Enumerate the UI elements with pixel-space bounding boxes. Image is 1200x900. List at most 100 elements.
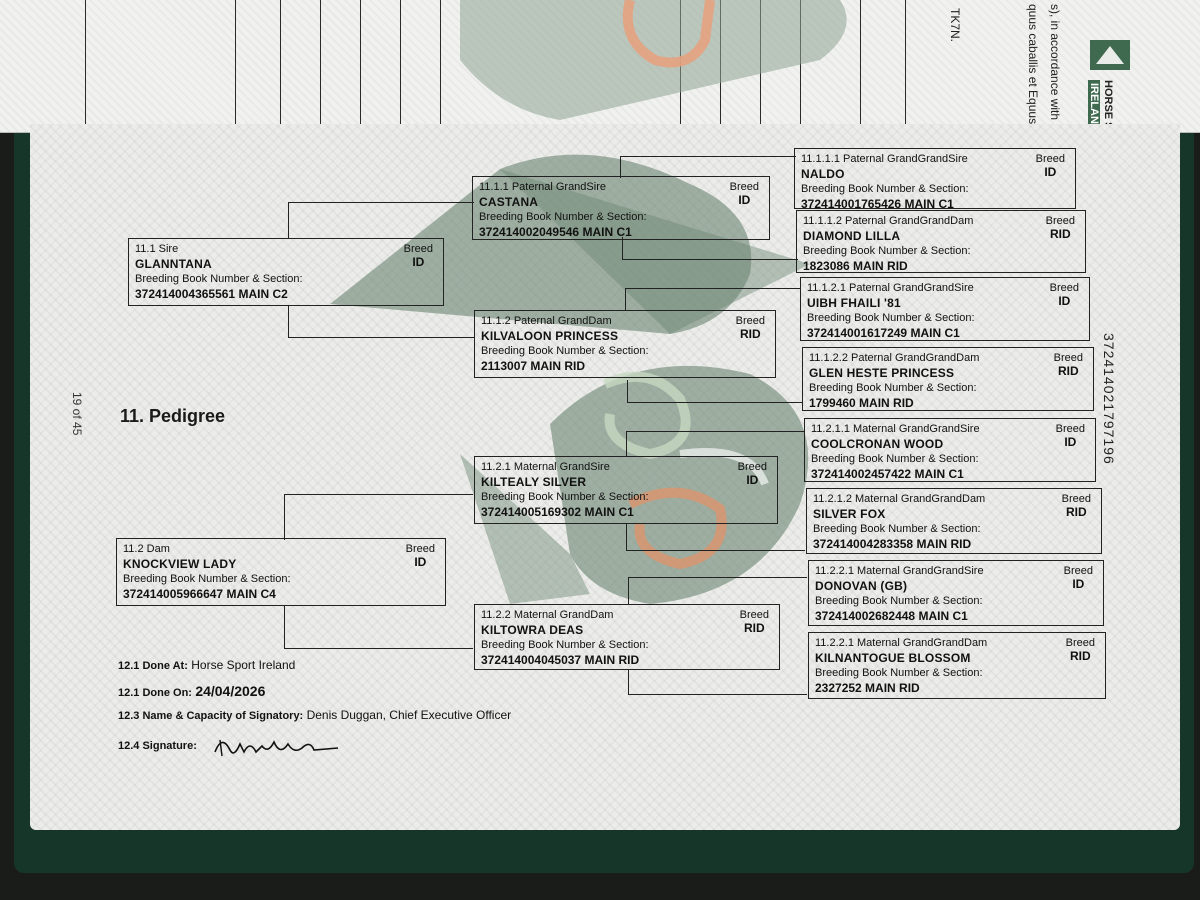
role-label: 11.1.1.2 Paternal GrandGrandDam [803, 215, 974, 227]
previous-page: TK7N. s), in accordance with quus caball… [0, 0, 1200, 140]
done-on-row: 12.1 Done On: 24/04/2026 [118, 683, 265, 699]
role-label: 11.2.2.1 Maternal GrandGrandDam [815, 637, 988, 649]
pedigree-box-maternal-grandgrandsire-1: 11.2.1.1 Maternal GrandGrandSire COOLCRO… [804, 418, 1096, 482]
horse-name: DONOVAN (GB) [815, 579, 908, 593]
breeding-book-label: Breeding Book Number & Section: [815, 667, 983, 679]
page-number: 19 of 45 [70, 392, 84, 436]
role-label: 11.2.1 Maternal GrandSire [481, 461, 610, 473]
connector [628, 669, 807, 695]
breeding-book-number: 372414005966647 MAIN C4 [123, 587, 276, 601]
connector [626, 431, 805, 457]
top-text-equus: quus caballis et Equus as [1026, 4, 1040, 141]
breeding-book-number: 372414005169302 MAIN C1 [481, 505, 634, 519]
breeding-book-number: 1823086 MAIN RID [803, 259, 908, 273]
top-text-accordance: s), in accordance with [1048, 4, 1062, 121]
connector [288, 202, 474, 239]
breeding-book-label: Breeding Book Number & Section: [813, 523, 981, 535]
horse-name: GLEN HESTE PRINCESS [809, 366, 955, 380]
pedigree-box-maternal-grandgrandsire-2: 11.2.2.1 Maternal GrandGrandSire DONOVAN… [808, 560, 1104, 626]
signature-row: 12.4 Signature: [118, 738, 197, 752]
pedigree-box-maternal-granddam-2: 11.2.2.1 Maternal GrandGrandDam KILNANTO… [808, 632, 1106, 699]
role-label: 11.1 Sire [135, 243, 179, 255]
breeding-book-number: 372414004283358 MAIN RID [813, 537, 972, 551]
horse-name: DIAMOND LILLA [803, 229, 901, 243]
done-on-label: 12.1 Done On: [118, 687, 192, 699]
breeding-book-label: Breeding Book Number & Section: [801, 183, 969, 195]
signatory-label: 12.3 Name & Capacity of Signatory: [118, 710, 304, 722]
done-at-value: Horse Sport Ireland [191, 658, 296, 672]
horse-name: GLANNTANA [135, 257, 212, 271]
connector [625, 288, 801, 311]
side-identifier: 372414021797196 [1101, 333, 1117, 465]
pedigree-box-paternal-granddam-1: 11.1.1.2 Paternal GrandGrandDam DIAMOND … [796, 210, 1086, 273]
horse-name: KILTEALY SILVER [481, 475, 587, 489]
done-on-value: 24/04/2026 [195, 683, 266, 699]
pedigree-box-sire: 11.1 Sire GLANNTANA Breeding Book Number… [128, 238, 444, 306]
breeding-book-label: Breeding Book Number & Section: [123, 573, 291, 585]
pedigree-box-maternal-granddam-1: 11.2.1.2 Maternal GrandGrandDam SILVER F… [806, 488, 1102, 554]
connector [628, 577, 807, 605]
horse-name: KILTOWRA DEAS [481, 623, 584, 637]
breeding-book-label: Breeding Book Number & Section: [481, 491, 649, 503]
breeding-book-number: 372414002049546 MAIN C1 [479, 225, 632, 239]
top-text-tk7n: TK7N. [948, 8, 962, 43]
breeding-book-number: 1799460 MAIN RID [809, 396, 914, 410]
connector [284, 494, 473, 540]
pedigree-box-maternal-granddam: 11.2.2 Maternal GrandDam KILTOWRA DEAS B… [474, 604, 780, 670]
handwritten-signature [214, 739, 339, 757]
breeding-book-number: 372414001765426 MAIN C1 [801, 197, 954, 211]
breeding-book-label: Breeding Book Number & Section: [481, 345, 649, 357]
role-label: 11.2.2.1 Maternal GrandGrandSire [815, 565, 984, 577]
connector [620, 156, 796, 178]
breeding-book-label: Breeding Book Number & Section: [815, 595, 983, 607]
connector [284, 606, 473, 649]
role-label: 11.2.1.1 Maternal GrandGrandSire [811, 423, 980, 435]
breeding-book-label: Breeding Book Number & Section: [807, 312, 975, 324]
breeding-book-number: 372414002457422 MAIN C1 [811, 467, 964, 481]
role-label: 11.2 Dam [123, 543, 170, 555]
role-label: 11.2.1.2 Maternal GrandGrandDam [813, 493, 986, 505]
breeding-book-label: Breeding Book Number & Section: [135, 273, 303, 285]
horse-name: UIBH FHAILI '81 [807, 296, 901, 310]
connector [622, 237, 798, 260]
breeding-book-label: Breeding Book Number & Section: [479, 211, 647, 223]
connector [288, 305, 474, 338]
role-label: 11.1.2.1 Paternal GrandGrandSire [807, 282, 974, 294]
horse-name: NALDO [801, 167, 845, 181]
breeding-book-label: Breeding Book Number & Section: [809, 382, 977, 394]
pedigree-box-paternal-grandgrandsire-2: 11.1.2.1 Paternal GrandGrandSire UIBH FH… [800, 277, 1090, 341]
horse-name: KILNANTOGUE BLOSSOM [815, 651, 971, 665]
horse-sport-ireland-logo [1090, 40, 1130, 75]
breeding-book-label: Breeding Book Number & Section: [481, 639, 649, 651]
breeding-book-number: 372414001617249 MAIN C1 [807, 326, 960, 340]
horse-name: KILVALOON PRINCESS [481, 329, 619, 343]
horse-name: KNOCKVIEW LADY [123, 557, 237, 571]
pedigree-box-paternal-granddam-2: 11.1.2.2 Paternal GrandGrandDam GLEN HES… [802, 347, 1094, 411]
pedigree-box-maternal-grandsire: 11.2.1 Maternal GrandSire KILTEALY SILVE… [474, 456, 778, 524]
breeding-book-label: Breeding Book Number & Section: [811, 453, 979, 465]
top-watermark [460, 0, 847, 120]
signature-label: 12.4 Signature: [118, 740, 197, 752]
pedigree-page: 11.1 Sire GLANNTANA Breeding Book Number… [30, 124, 1180, 830]
hsi-logo-icon [1090, 40, 1130, 70]
role-label: 11.1.1 Paternal GrandSire [479, 181, 606, 193]
breeding-book-number: 372414004045037 MAIN RID [481, 653, 640, 667]
role-label: 11.1.1.1 Paternal GrandGrandSire [801, 153, 968, 165]
role-label: 11.2.2 Maternal GrandDam [481, 609, 614, 621]
connector [626, 524, 805, 551]
pedigree-box-paternal-granddam: 11.1.2 Paternal GrandDam KILVALOON PRINC… [474, 310, 776, 378]
role-label: 11.1.2.2 Paternal GrandGrandDam [809, 352, 980, 364]
pedigree-box-dam: 11.2 Dam KNOCKVIEW LADY Breeding Book Nu… [116, 538, 446, 606]
